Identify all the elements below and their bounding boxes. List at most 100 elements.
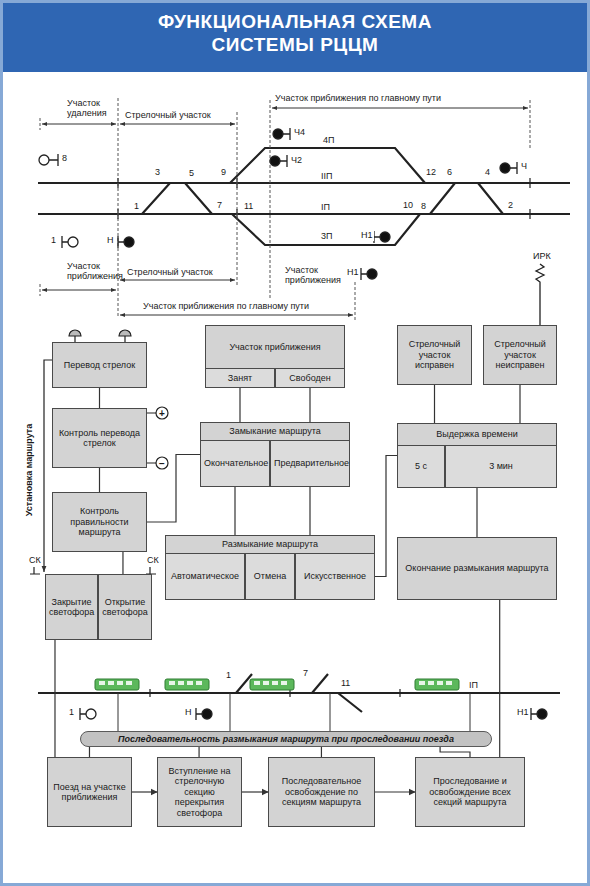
box-text: Искусственное [296, 571, 374, 581]
process-box: Поезд на участке приближения [47, 757, 132, 827]
option-box: Искусственное [295, 553, 375, 600]
switch-number: 12 [425, 168, 437, 178]
process-box: Стрелочный участок неисправен [483, 325, 557, 385]
switch-number: 11 [340, 679, 351, 689]
box-text: Выдержка времени [398, 424, 556, 445]
connector [132, 791, 157, 792]
box-text: Предварительное [271, 458, 349, 468]
box-text: Замыкание маршрута [201, 423, 349, 440]
connector [239, 388, 240, 422]
connector [434, 385, 435, 423]
section-label: Участок приближения [66, 262, 116, 282]
box-text: Поезд на участке приближения [48, 782, 131, 803]
box-text: Закрытие светофора [46, 597, 97, 618]
box-text: Отмена [246, 571, 294, 581]
track-name: 4П [322, 136, 335, 146]
state-box: Занят [205, 368, 275, 388]
switch-number: 1 [225, 671, 232, 681]
signal-name: Н1 [360, 231, 374, 241]
section-label: Стрелочный участок [124, 111, 212, 121]
section-label: Участок приближения [284, 266, 344, 286]
signal-box: Открытие светофора [98, 574, 152, 640]
connector [309, 487, 310, 535]
track-name: 3П [320, 232, 333, 242]
connector [122, 552, 123, 574]
signals [39, 128, 544, 325]
signal-name: Н1 [346, 268, 360, 278]
box-text: Вступление на стрелочную секцию перекрыт… [158, 766, 241, 818]
connector [234, 487, 235, 535]
connector [375, 791, 415, 792]
connector [519, 385, 520, 423]
polarity-sign: − [158, 458, 166, 469]
switch-number: 7 [216, 201, 223, 211]
box-text: 5 с [398, 461, 444, 471]
connector [89, 747, 90, 757]
box-text: 3 мин [446, 461, 556, 471]
section-label: Стрелочный участок [126, 268, 214, 278]
bottom-track [38, 674, 560, 731]
process-box: Окончание размыкания маршрута [397, 537, 557, 600]
switch-number: 10 [402, 201, 414, 211]
process-box: Контроль правильности маршрута [52, 492, 147, 552]
track-name: IП [468, 681, 479, 691]
switch-number: 2 [507, 201, 514, 211]
box-text: Перевод стрелок [53, 360, 146, 370]
signal-name: Ч4 [293, 128, 306, 138]
switch-number: 4 [484, 168, 491, 178]
group-box: Размыкание маршрутаАвтоматическоеОтменаИ… [165, 535, 375, 600]
insulating-joints [118, 178, 530, 219]
section-label: Участок удаления [66, 99, 114, 119]
switch-number: 8 [420, 202, 427, 212]
signal-name: Н [106, 236, 115, 246]
option-box: Окончательное [200, 440, 270, 487]
box-text: Проследование и освобождение всех секций… [416, 776, 524, 807]
box-text: Окончательное [201, 458, 269, 468]
box-text: Последовательное освобождение по секциям… [269, 776, 374, 807]
signal-name: 1 [68, 708, 75, 718]
signal-name: Ч2 [290, 156, 303, 166]
box-text: Размыкание маршрута [166, 536, 374, 553]
box-text: Контроль перевода стрелок [53, 428, 146, 449]
switch-number: 9 [220, 168, 227, 178]
option-box: 3 мин [445, 445, 557, 488]
connector [499, 600, 500, 757]
signal-name: 8 [61, 154, 68, 164]
polarity-sign: + [158, 408, 166, 419]
vertical-caption: Установка маршрута [25, 423, 35, 517]
connector [99, 388, 100, 408]
track-name: IIП [320, 172, 333, 182]
box-text: Открытие светофора [99, 597, 151, 618]
box-text: Занят [206, 373, 274, 383]
connector [242, 791, 268, 792]
connector [375, 456, 397, 577]
section-label: Участок приближения по главному пути [274, 94, 442, 104]
connector [321, 747, 322, 757]
relay-name: ИРК [532, 252, 552, 262]
option-box: Отмена [245, 553, 295, 600]
box-text: Последовательность размыкания маршрута п… [81, 734, 491, 744]
signal-name: 1 [50, 236, 57, 246]
option-box: 5 с [397, 445, 445, 488]
connector [54, 640, 55, 757]
connector [440, 747, 470, 757]
signal-box: Закрытие светофора [45, 574, 98, 640]
switch-number: 7 [302, 669, 309, 679]
box-text: Автоматическое [166, 571, 244, 581]
connector [99, 468, 100, 492]
switch-number: 1 [133, 202, 140, 212]
switch-number: 6 [446, 168, 453, 178]
connector [309, 388, 310, 422]
sequence-band: Последовательность размыкания маршрута п… [80, 731, 492, 747]
group-box: Выдержка времени 5 с3 мин [397, 423, 557, 488]
header-band [0, 0, 590, 72]
switch-number: 11 [243, 202, 254, 212]
connector [198, 747, 199, 757]
section-boundaries [40, 98, 530, 320]
process-box: Контроль перевода стрелок [52, 408, 147, 468]
signal-name: Н1 [516, 708, 530, 718]
section-label: Участок приближения по главному пути [142, 302, 310, 312]
box-text: Окончание размыкания маршрута [398, 563, 556, 573]
group-box: Замыкание маршрутаОкончательноеПредварит… [200, 422, 350, 487]
